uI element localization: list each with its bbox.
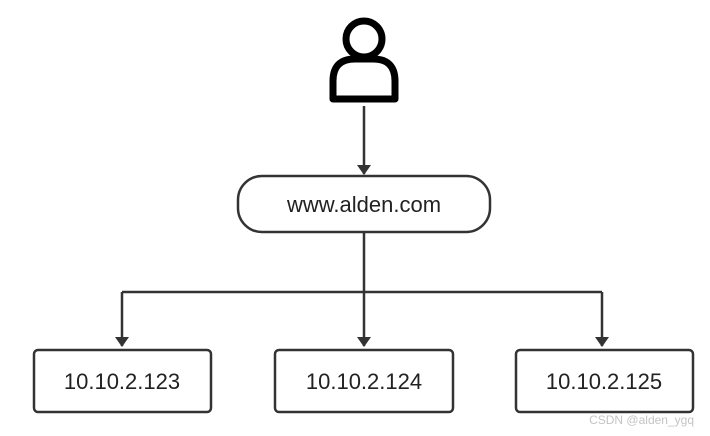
connector-domain-to-servers bbox=[122, 232, 602, 294]
server-node-2: 10.10.2.124 bbox=[273, 348, 455, 414]
watermark: CSDN @alden_ygq bbox=[589, 413, 694, 427]
domain-node: www.alden.com bbox=[236, 174, 492, 234]
server-label-2: 10.10.2.124 bbox=[306, 369, 422, 394]
user-icon bbox=[329, 17, 399, 103]
server-label-1: 10.10.2.123 bbox=[64, 369, 180, 394]
domain-label: www.alden.com bbox=[286, 192, 441, 217]
server-node-1: 10.10.2.123 bbox=[32, 348, 213, 414]
server-node-3: 10.10.2.125 bbox=[514, 348, 695, 414]
server-label-3: 10.10.2.125 bbox=[546, 369, 662, 394]
